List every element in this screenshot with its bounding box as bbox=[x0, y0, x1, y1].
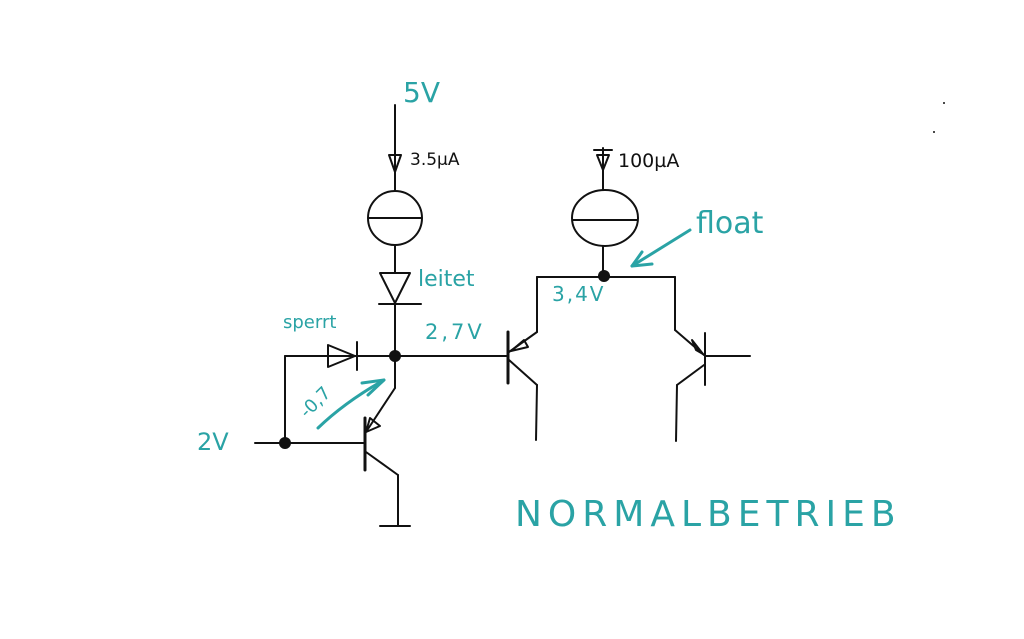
supply-wire bbox=[388, 104, 402, 191]
transistor-left-lower bbox=[363, 355, 411, 527]
current-left-label: 3.5µA bbox=[410, 150, 460, 170]
transistor-right-b bbox=[674, 276, 751, 442]
transistor-right-a bbox=[506, 276, 538, 441]
base-voltage-label: 2,7V bbox=[425, 320, 485, 344]
float-arrow bbox=[630, 228, 692, 268]
vbe-arrow bbox=[316, 378, 386, 430]
diode-sperrt bbox=[327, 341, 358, 371]
junction-node-emitter bbox=[598, 270, 610, 282]
current-source-left bbox=[367, 190, 423, 274]
diode-top-state-label: leitet bbox=[418, 267, 475, 292]
current-source-right bbox=[571, 147, 639, 277]
supply-voltage-label: 5V bbox=[403, 76, 440, 109]
emitter-voltage-label: 3,4V bbox=[552, 282, 606, 306]
diagram-title: NORMALBETRIEB bbox=[515, 494, 902, 535]
diode-leitet bbox=[378, 272, 422, 357]
float-label: float bbox=[696, 206, 764, 241]
input-voltage-label: 2V bbox=[197, 428, 229, 456]
current-right-label: 100µA bbox=[618, 150, 680, 172]
diode-left-state-label: sperrt bbox=[283, 312, 337, 333]
